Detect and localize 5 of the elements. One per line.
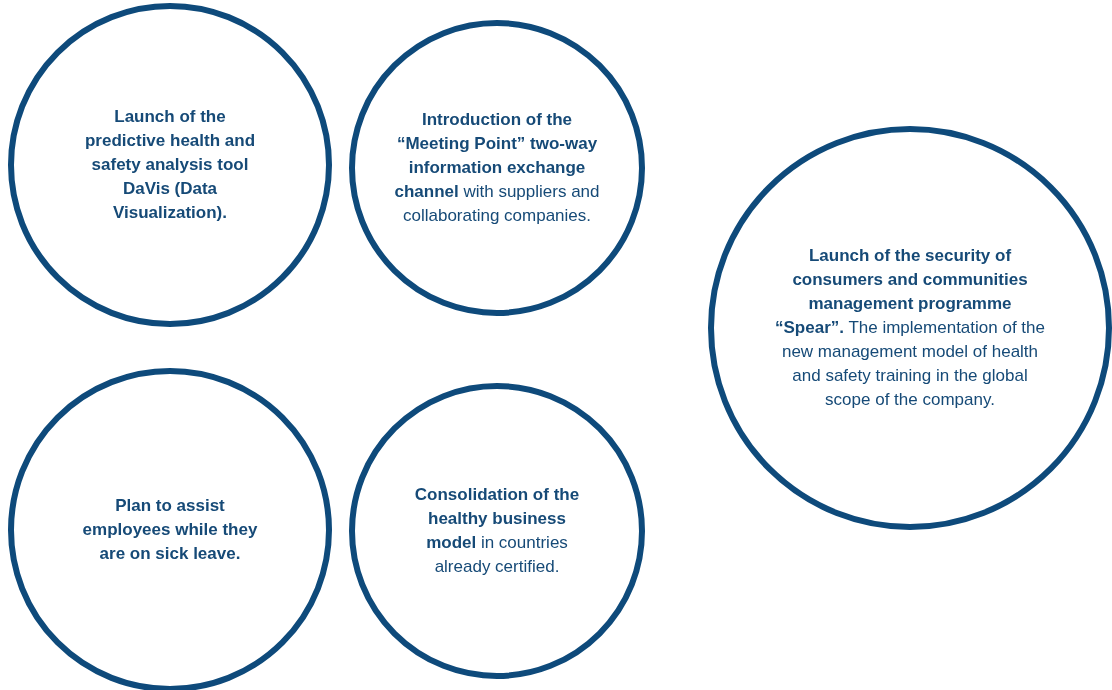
node-text: Introduction of the “Meeting Point” two-way information exchange channel with suppliers and collaborating companies. <box>393 109 601 227</box>
node-text: Plan to assist employees while they are on sick leave. <box>81 495 259 565</box>
node-text: Consolidation of the healthy business model in countries already certified. <box>413 484 581 578</box>
node-text: Launch of the security of consumers and communities management programme “Spear”. The implementation of the new management model of health and safety training in the global scope of the company. <box>774 245 1046 411</box>
node-text: Launch of the predictive health and safety analysis tool DaVis (Data Visualization). <box>83 106 256 224</box>
